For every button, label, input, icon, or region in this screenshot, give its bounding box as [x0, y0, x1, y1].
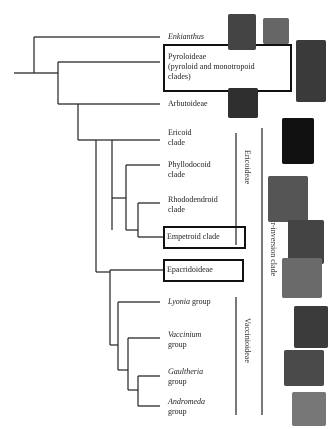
taxon-arbutoideae: Arbutoideae [168, 99, 208, 108]
bracket-label-ericoideae: Ericoideae [243, 150, 252, 184]
taxon-empetroid: Empetroid clade [167, 232, 220, 241]
taxon-gaultheria-line2: group [168, 377, 187, 386]
taxon-vaccinium-line2: group [168, 340, 187, 349]
flower-photo-enkianthus [228, 14, 256, 50]
taxon-andromeda-line2: group [168, 407, 187, 416]
taxon-lyonia-suffix: group [190, 297, 211, 306]
taxon-vaccinium-line1: Vaccinium [168, 330, 201, 339]
flower-photo-arbutoideae [228, 88, 258, 118]
flower-photo-4 [268, 176, 308, 222]
taxon-andromeda-line1: Andromeda [168, 397, 205, 406]
taxon-enkianthus: Enkianthus [168, 32, 204, 41]
taxon-phyllodocoid-line2: clade [168, 170, 185, 179]
flower-photo-8 [284, 350, 324, 386]
taxon-ericoid-line2: clade [168, 138, 185, 147]
taxon-phyllodocoid-line1: Phyllodocoid [168, 160, 211, 169]
flower-photo-7 [294, 306, 328, 348]
taxon-epacridoideae: Epacridoideae [167, 265, 213, 274]
taxon-lyonia-name: Lyonia [168, 297, 190, 306]
taxon-lyonia-group: Lyonia group [168, 297, 211, 306]
taxon-gaultheria-line1: Gaultheria [168, 367, 203, 376]
taxon-rhododendroid-line1: Rhododendroid [168, 195, 218, 204]
taxon-pyroloideae-line1: Pyroloideae [168, 52, 206, 61]
flower-photo-2 [296, 40, 326, 102]
taxon-ericoid-line1: Ericoid [168, 128, 192, 137]
flower-photo-1 [263, 18, 289, 44]
taxon-pyroloideae-line2: (pyroloid and monotropoid [168, 62, 255, 71]
taxon-pyroloideae-line3: clades) [168, 72, 191, 81]
flower-photo-3 [282, 118, 314, 164]
flower-photo-9 [292, 392, 326, 426]
taxon-rhododendroid-line2: clade [168, 205, 185, 214]
flower-photo-6 [282, 258, 322, 298]
bracket-label-vaccinioideae: Vaccinioideae [243, 318, 252, 363]
